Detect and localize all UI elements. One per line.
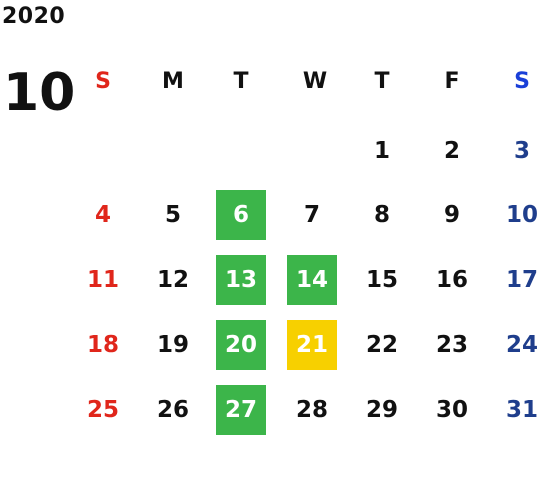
day-cell[interactable]: 7: [303, 202, 320, 228]
weekday-header-fri: F: [444, 69, 460, 94]
day-cell[interactable]: 12: [156, 267, 189, 293]
day-cell-highlighted[interactable]: 13: [216, 255, 266, 305]
day-cell[interactable]: 25: [86, 397, 119, 423]
weekday-header-tue: T: [233, 69, 249, 94]
day-cell[interactable]: 5: [164, 202, 181, 228]
day-cell[interactable]: 26: [156, 397, 189, 423]
day-cell[interactable]: 1: [373, 138, 390, 164]
weekday-header-sat: S: [514, 69, 530, 94]
day-cell[interactable]: 4: [94, 202, 111, 228]
day-cell[interactable]: 30: [435, 397, 468, 423]
weekday-header-sun: S: [95, 69, 111, 94]
day-cell[interactable]: 23: [435, 332, 468, 358]
day-cell[interactable]: 16: [435, 267, 468, 293]
day-cell-highlighted[interactable]: 6: [216, 190, 266, 240]
weekday-header-thu: T: [374, 69, 390, 94]
day-cell[interactable]: 18: [86, 332, 119, 358]
day-cell[interactable]: 17: [505, 267, 538, 293]
day-cell[interactable]: 2: [443, 138, 460, 164]
day-cell[interactable]: 22: [365, 332, 398, 358]
day-cell[interactable]: 11: [86, 267, 119, 293]
day-cell[interactable]: 9: [443, 202, 460, 228]
year-label: 2020: [2, 4, 66, 29]
day-cell[interactable]: 24: [505, 332, 538, 358]
day-cell[interactable]: 3: [513, 138, 530, 164]
day-cell[interactable]: 15: [365, 267, 398, 293]
day-cell-highlighted[interactable]: 20: [216, 320, 266, 370]
weekday-header-wed: W: [302, 69, 328, 94]
day-cell[interactable]: 29: [365, 397, 398, 423]
day-cell-highlighted[interactable]: 27: [216, 385, 266, 435]
day-cell[interactable]: 8: [373, 202, 390, 228]
day-cell[interactable]: 28: [295, 397, 328, 423]
day-cell[interactable]: 10: [505, 202, 538, 228]
day-cell-highlighted-yellow[interactable]: 21: [287, 320, 337, 370]
weekday-header-mon: M: [162, 69, 184, 94]
day-cell[interactable]: 31: [505, 397, 538, 423]
day-cell-highlighted[interactable]: 14: [287, 255, 337, 305]
month-number: 10: [3, 63, 76, 123]
day-cell[interactable]: 19: [156, 332, 189, 358]
